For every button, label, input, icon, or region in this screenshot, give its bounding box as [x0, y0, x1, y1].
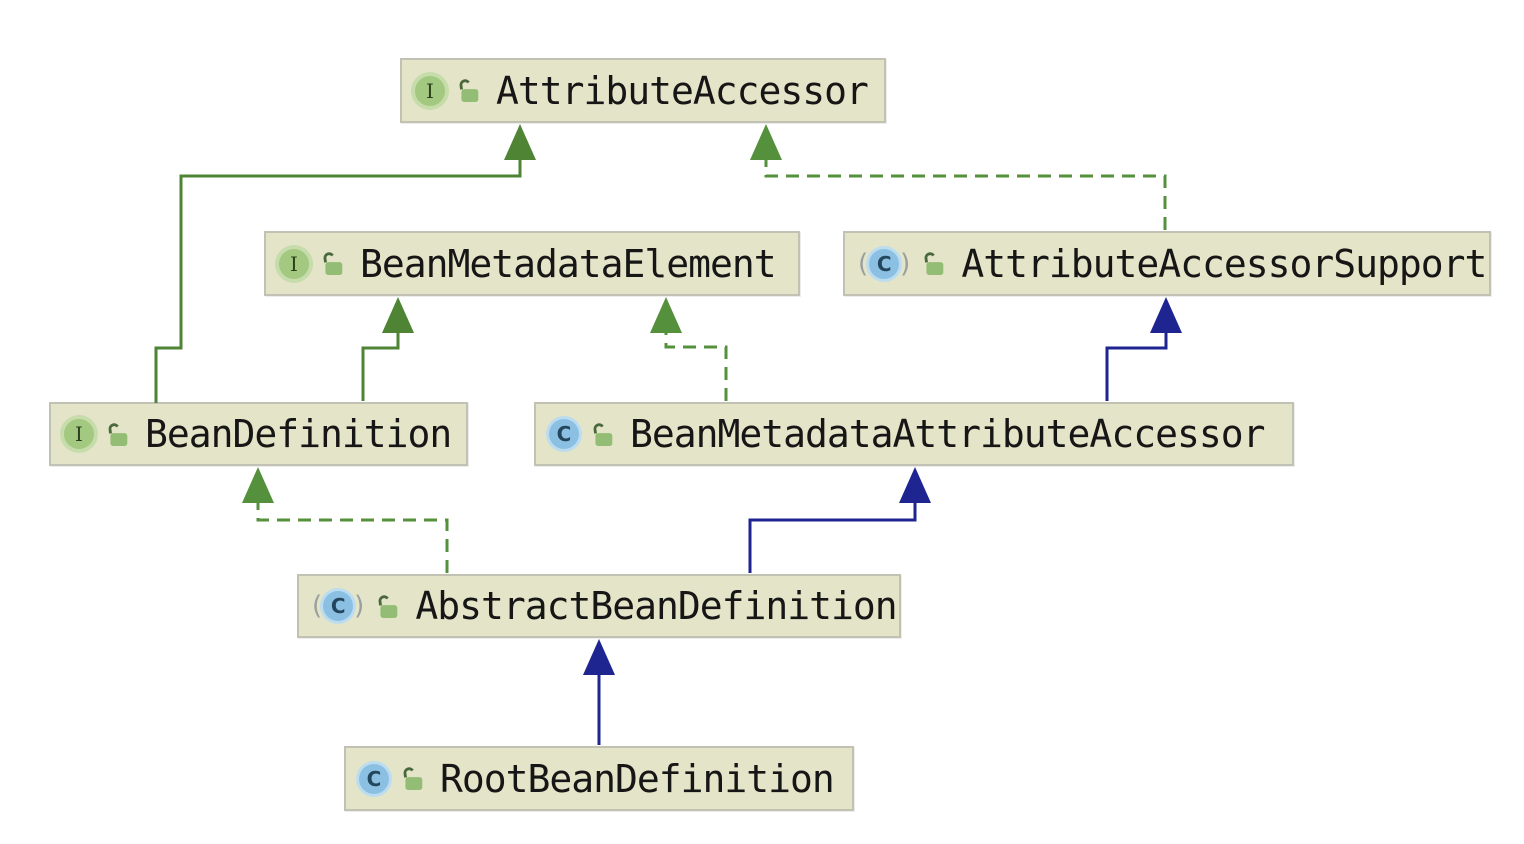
- class-node-AttributeAccessorSupport[interactable]: (C) AttributeAccessorSupport: [843, 231, 1491, 296]
- abstract-class-icon: (C): [858, 248, 911, 279]
- node-icons: I: [279, 248, 345, 279]
- abstract-class-icon: (C): [312, 591, 365, 621]
- interface-icon: I: [415, 75, 445, 106]
- lock-open-icon: [378, 594, 398, 618]
- class-name-label: AttributeAccessorSupport: [961, 241, 1487, 286]
- lock-open-icon: [108, 422, 128, 446]
- lock-open-icon: [924, 252, 944, 275]
- lock-open-icon: [593, 422, 613, 446]
- interface-icon: I: [279, 248, 309, 279]
- class-node-BeanMetadataAttributeAccessor[interactable]: C BeanMetadataAttributeAccessor: [534, 402, 1294, 466]
- node-icons: I: [415, 75, 481, 106]
- class-node-AbstractBeanDefinition[interactable]: (C) AbstractBeanDefinition: [297, 574, 901, 638]
- interface-icon: I: [64, 419, 94, 449]
- class-name-label: AttributeAccessor: [496, 68, 869, 113]
- class-name-label: BeanDefinition: [145, 412, 452, 456]
- class-name-label: BeanMetadataAttributeAccessor: [630, 412, 1265, 456]
- class-name-label: BeanMetadataElement: [360, 241, 777, 286]
- node-icons: (C): [312, 591, 400, 621]
- lock-open-icon: [459, 79, 479, 102]
- class-icon: C: [359, 763, 389, 794]
- class-icon: C: [549, 419, 579, 449]
- class-node-BeanDefinition[interactable]: I BeanDefinition: [49, 402, 468, 466]
- class-node-RootBeanDefinition[interactable]: C RootBeanDefinition: [344, 746, 854, 811]
- class-name-label: RootBeanDefinition: [440, 756, 835, 801]
- node-icons: C: [549, 419, 615, 449]
- node-icons: C: [359, 763, 425, 794]
- node-icons: (C): [858, 248, 946, 279]
- node-icons: I: [64, 419, 130, 449]
- lock-open-icon: [403, 767, 423, 790]
- class-node-BeanMetadataElement[interactable]: I BeanMetadataElement: [264, 231, 800, 296]
- class-node-AttributeAccessor[interactable]: I AttributeAccessor: [400, 58, 886, 123]
- class-name-label: AbstractBeanDefinition: [415, 584, 897, 628]
- lock-open-icon: [323, 252, 343, 275]
